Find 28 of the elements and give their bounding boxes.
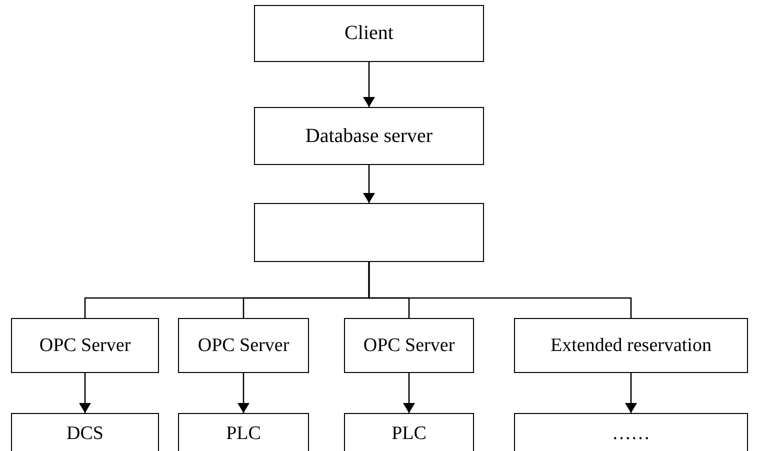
node-label: Extended reservation (550, 334, 712, 358)
arrow (238, 373, 250, 413)
arrow (363, 165, 375, 203)
device-box (11, 413, 159, 451)
node-label: …… (612, 422, 650, 446)
node-label: DCS (66, 422, 104, 446)
process-box (514, 318, 748, 373)
node-label: PLC (226, 422, 261, 446)
process-box (254, 5, 484, 62)
process-box (11, 318, 159, 373)
process-box (344, 318, 474, 373)
arrow (403, 373, 415, 413)
connector-line (368, 262, 632, 318)
process-box (254, 203, 484, 262)
node-label: OPC Server (39, 334, 131, 358)
node-label: OPC Server (198, 334, 290, 358)
device-box (344, 413, 474, 451)
node-label: PLC (392, 422, 426, 446)
device-box (514, 413, 748, 451)
node-label: Database server (305, 124, 433, 148)
arrow (625, 373, 637, 413)
device-box (178, 413, 309, 451)
process-box (254, 107, 484, 165)
process-box (178, 318, 309, 373)
arrow (363, 62, 375, 107)
node-label: Client (344, 21, 394, 46)
node-label: OPC Server (363, 334, 455, 358)
arrow (79, 373, 91, 413)
